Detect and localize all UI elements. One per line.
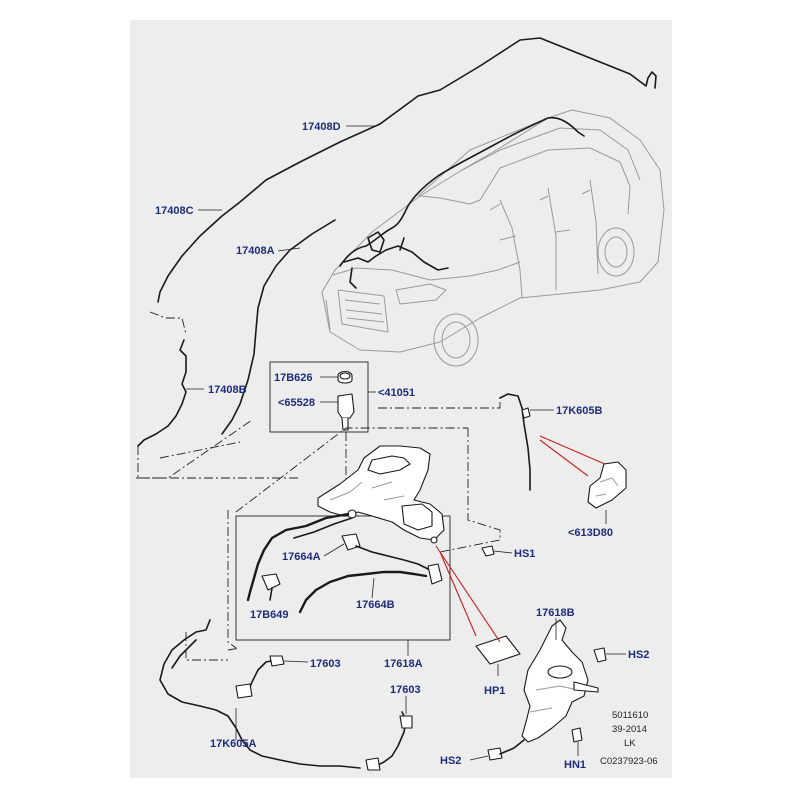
label-hn1: HN1	[564, 759, 586, 771]
screw-hs1	[481, 545, 513, 557]
label-17603-lower: 17603	[390, 684, 421, 696]
reference-line-3: LK	[624, 738, 636, 749]
label-65528: <65528	[278, 397, 315, 409]
label-17408a: 17408A	[236, 245, 275, 257]
label-17k605b: 17K605B	[556, 405, 603, 417]
label-17618a: 17618A	[384, 658, 423, 670]
label-17b649: 17B649	[250, 609, 289, 621]
diagram-panel	[130, 20, 672, 778]
label-hs2-bottom: HS2	[440, 755, 461, 767]
front-washer-hoses	[246, 512, 443, 614]
washer-reservoir-17618b	[469, 618, 626, 761]
washer-reservoir	[227, 396, 501, 649]
label-17b626: 17B626	[274, 372, 313, 384]
label-17408c: 17408C	[155, 205, 194, 217]
vehicle-washer-harness	[339, 116, 585, 289]
label-41051: <41051	[378, 387, 415, 399]
label-17408d: 17408D	[302, 121, 341, 133]
pad-hp1	[435, 545, 521, 676]
reference-line-2: 39-2014	[612, 724, 647, 735]
label-leaders	[186, 125, 607, 524]
hose-17k605b	[499, 393, 627, 509]
label-17618b: 17618B	[536, 607, 575, 619]
reference-line-4: C0237923-06	[600, 756, 658, 767]
label-17603-upper: 17603	[310, 658, 341, 670]
pump-kit-box	[269, 361, 376, 433]
front-lower-hoses	[159, 619, 413, 771]
label-17408b: 17408B	[208, 384, 247, 396]
label-613d80: <613D80	[568, 527, 613, 539]
vehicle-outline	[321, 109, 665, 367]
label-hs1: HS1	[514, 548, 535, 560]
callout-labels: 17408D 17408C 17408A 17408B 17B626 <6552…	[155, 121, 649, 771]
label-hp1: HP1	[484, 685, 505, 697]
reference-line-1: 5011610	[612, 710, 648, 721]
label-17664b: 17664B	[356, 599, 395, 611]
label-hs2-right: HS2	[628, 649, 649, 661]
label-17k605a: 17K605A	[210, 738, 257, 750]
reference-block: 5011610 39-2014 LK C0237923-06	[600, 710, 658, 767]
rear-washer-hose	[136, 37, 657, 479]
label-17664a: 17664A	[282, 551, 321, 563]
